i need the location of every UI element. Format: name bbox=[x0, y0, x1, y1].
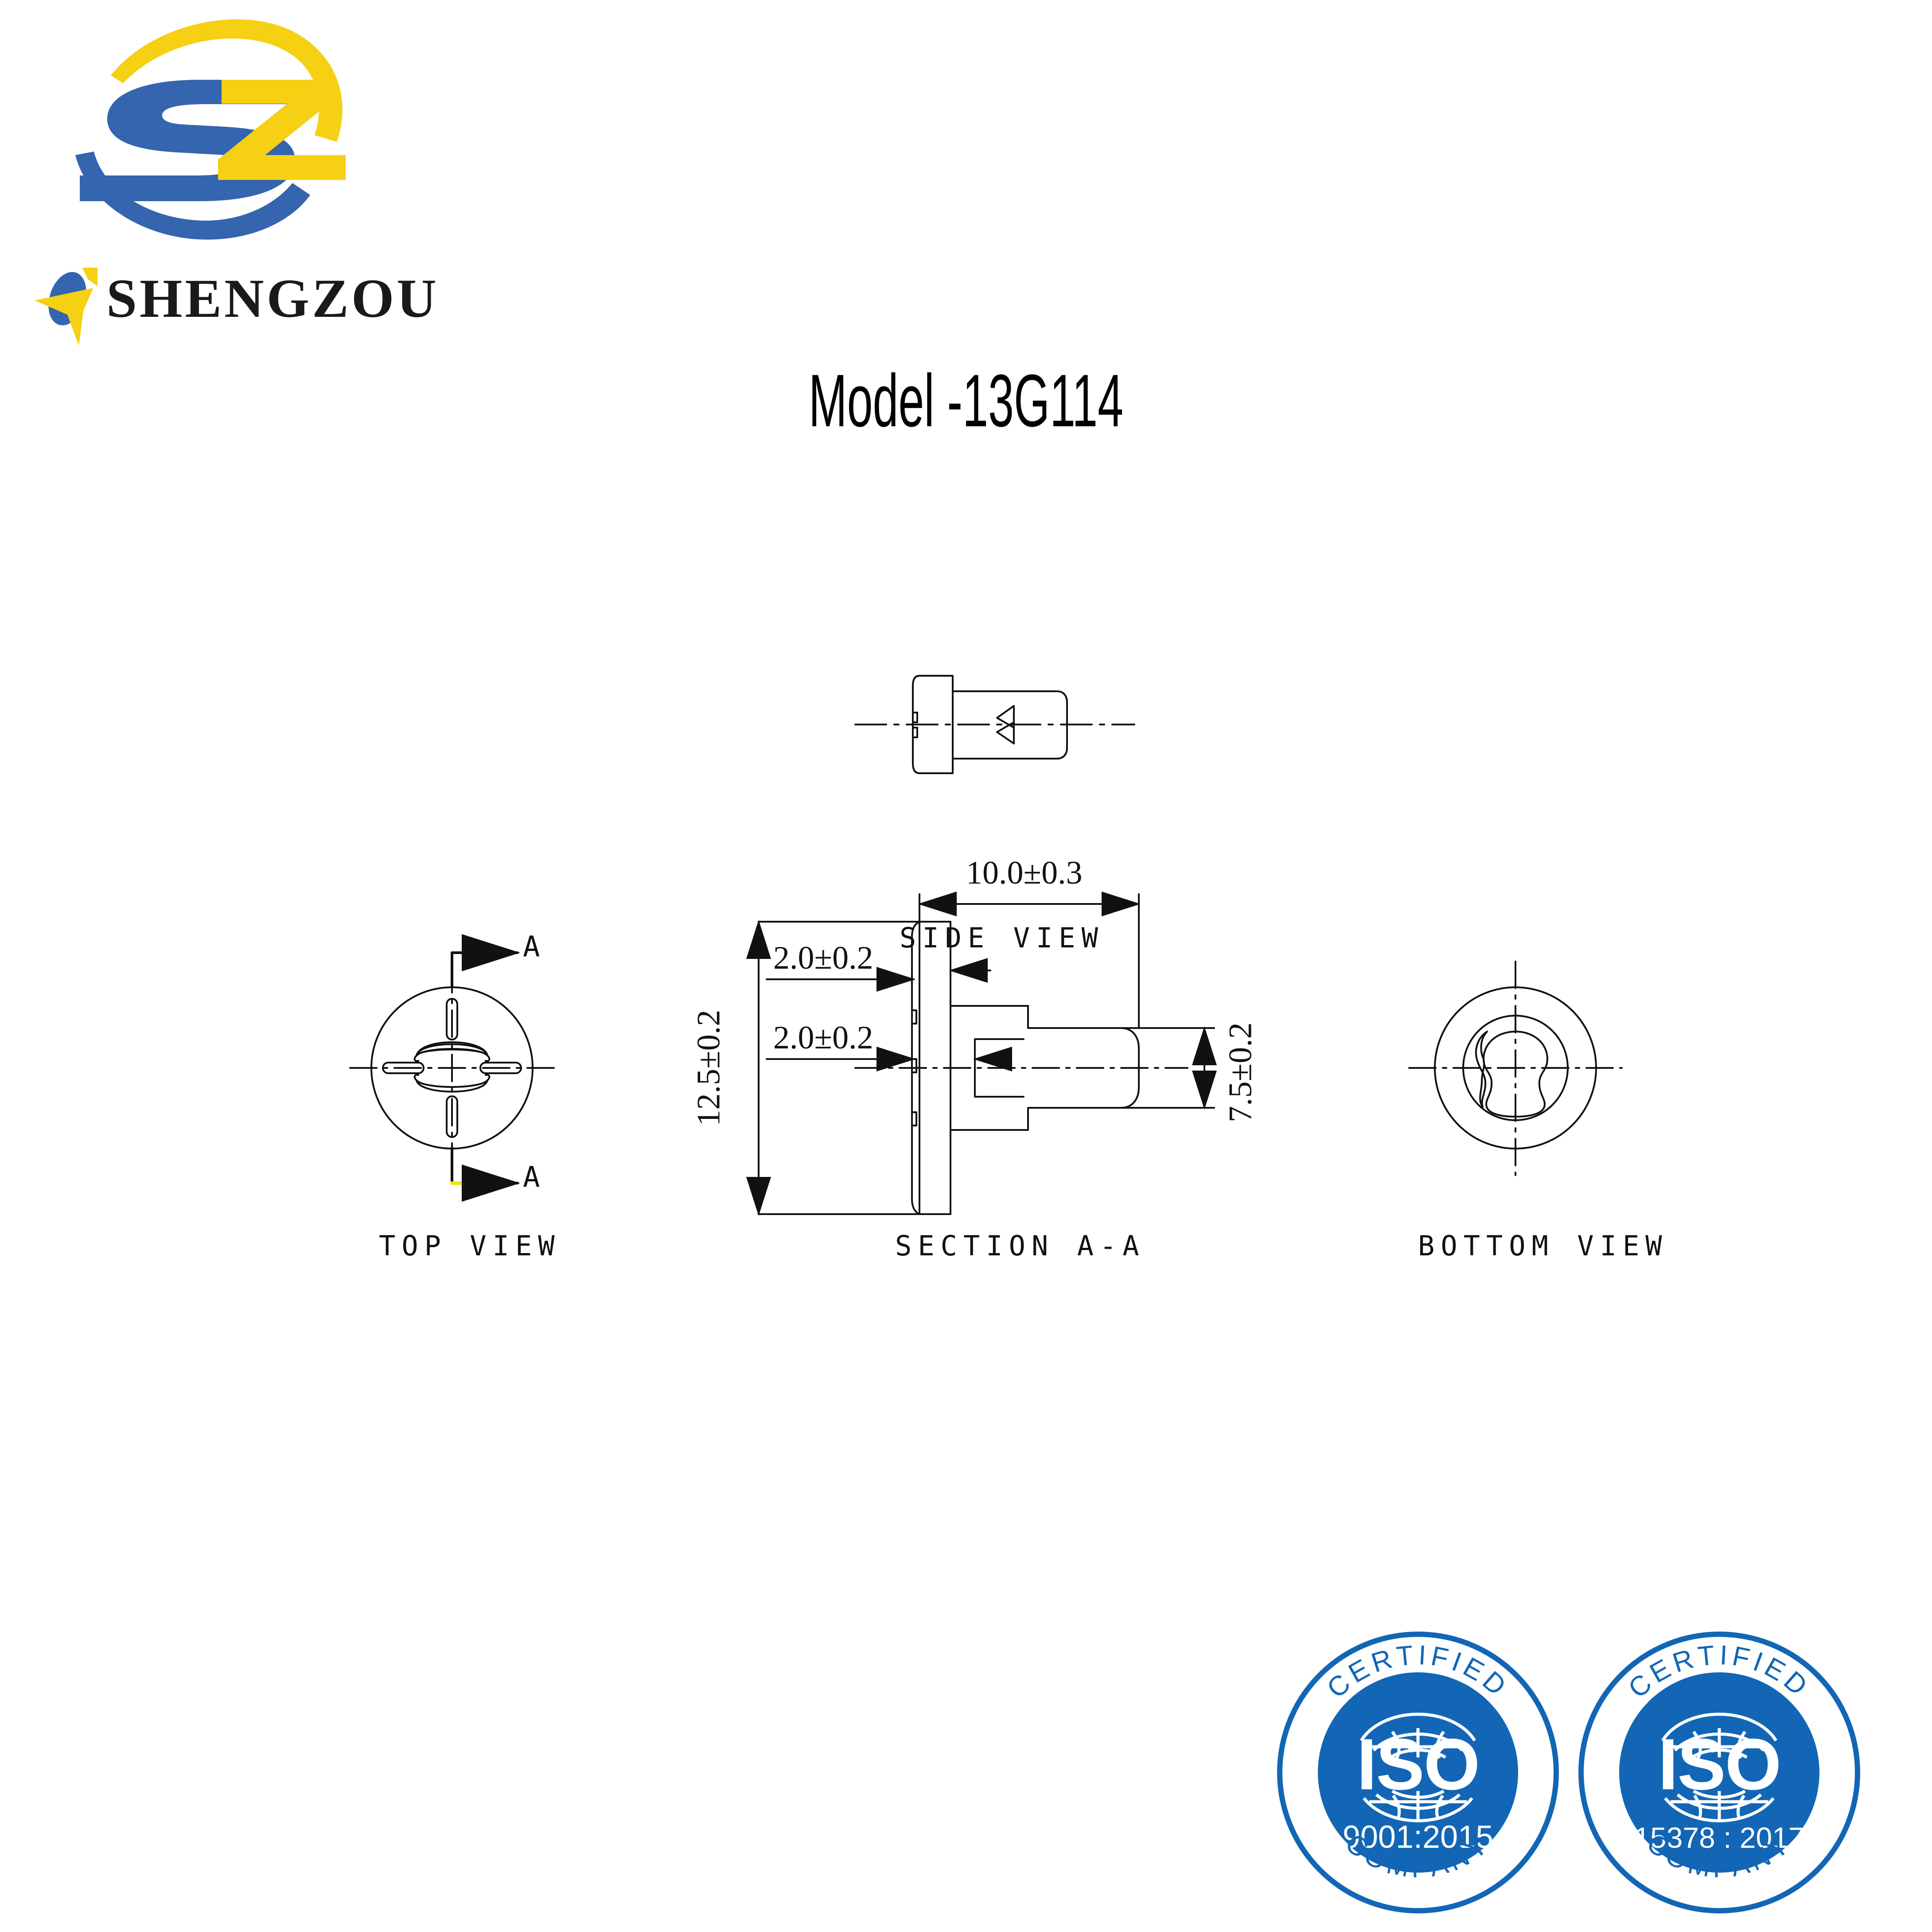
bottom-view-geometry bbox=[1408, 961, 1623, 1176]
sz-monogram-logo-icon bbox=[44, 9, 363, 266]
brand-wordmark-text: SHENGZOU bbox=[106, 268, 439, 329]
iso-mark-text-1: ISO bbox=[1357, 1724, 1480, 1805]
iso-9001-badge: ISO 9001:2015 CERTIFIED COMPANY bbox=[1267, 1622, 1569, 1923]
dimension-flange-thickness: 2.0±0.2 bbox=[773, 940, 873, 976]
iso-15378-badge: ISO 15378 : 2017 CERTIFIED COMPANY bbox=[1569, 1622, 1870, 1923]
iso-standard-text-1: 9001:2015 bbox=[1343, 1819, 1493, 1855]
certification-badges: ISO 9001:2015 CERTIFIED COMPANY bbox=[1267, 1622, 1897, 1932]
iso-standard-text-2: 15378 : 2017 bbox=[1634, 1821, 1804, 1854]
view-label-top: TOP VIEW bbox=[379, 1230, 561, 1262]
view-label-section: SECTION A-A bbox=[895, 1230, 1145, 1262]
brand-logo-block: SHENGZOU bbox=[27, 9, 436, 346]
iso-mark-text-2: ISO bbox=[1658, 1724, 1781, 1805]
section-marker-bottom-label: A bbox=[523, 1161, 540, 1194]
brand-wordmark-row: SHENGZOU bbox=[27, 261, 436, 346]
section-marker-top-label: A bbox=[523, 931, 540, 963]
section-view-geometry bbox=[853, 921, 1188, 1215]
top-view-geometry bbox=[349, 934, 555, 1202]
technical-drawing-sheet: SIDE VIEW TOP VIEW SECTION A-A BOTTOM VI… bbox=[0, 612, 1932, 1480]
dimension-flange-diameter: 12.5±0.2 bbox=[690, 1009, 727, 1126]
side-view-geometry bbox=[854, 675, 1135, 774]
section-dimension-lines bbox=[746, 892, 1217, 1216]
view-label-side: SIDE VIEW bbox=[900, 922, 1104, 954]
dimension-shoulder: 2.0±0.2 bbox=[773, 1020, 873, 1056]
page-title: Model -13G114 bbox=[808, 359, 1124, 442]
dimension-body-length: 10.0±0.3 bbox=[966, 855, 1083, 891]
view-label-bottom: BOTTOM VIEW bbox=[1418, 1230, 1668, 1262]
dimension-body-diameter: 7.5±0.2 bbox=[1222, 1022, 1259, 1122]
